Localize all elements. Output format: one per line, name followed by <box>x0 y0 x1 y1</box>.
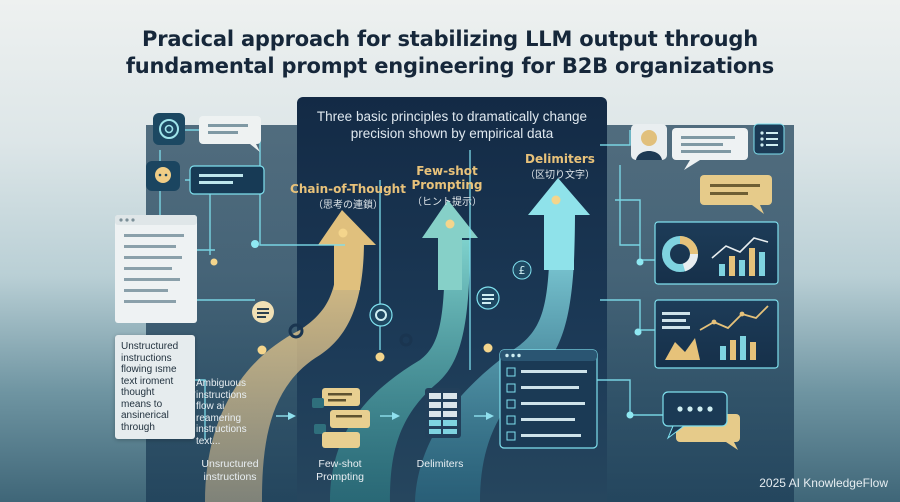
column-title-delimiters: Delimiters <box>525 152 595 166</box>
chat-bubble-icon <box>662 391 740 450</box>
document-list-icon <box>476 286 500 310</box>
title-line-2: fundamental prompt engineering for B2B o… <box>125 54 775 78</box>
subtitle-line-2: precision shown by empirical data <box>350 126 554 141</box>
analytics-card <box>654 299 779 369</box>
footer-credit: 2025 AI KnowledgeFlow <box>759 476 888 490</box>
donut-chart-icon <box>662 236 699 272</box>
column-title-fewshot: Few-shot Prompting <box>411 164 483 192</box>
person-head-icon <box>146 161 180 191</box>
column-sub-delimiters: （区切り文字） <box>525 170 595 181</box>
delimiter-grid-icon <box>425 388 461 438</box>
ribbon-fewshot <box>330 240 470 502</box>
structured-document-icon <box>499 349 598 449</box>
pound-sign-icon: £ <box>512 260 532 280</box>
dashboard-card <box>654 221 779 285</box>
chat-bubble-icon <box>700 175 772 214</box>
arrow-chain-of-thought <box>318 210 376 290</box>
document-list-icon <box>115 215 197 323</box>
ambiguous-instructions-text: Ambiguous instructions flow ai reamering… <box>196 378 247 447</box>
arrow-fewshot <box>422 200 478 290</box>
document-list-icon <box>753 123 785 155</box>
bottom-label-unstructured: Unsructured instructions <box>201 458 259 483</box>
ribbon-chain-of-thought <box>205 240 364 502</box>
gear-icon <box>369 303 393 327</box>
bottom-label-delimiters: Delimiters <box>416 458 464 470</box>
title-line-1: Pracical approach for stabilizing LLM ou… <box>142 27 758 51</box>
panel-subtitle: Three basic principles to dramatically c… <box>297 108 607 142</box>
chat-bubble-icon <box>199 116 261 152</box>
unstructured-note: Unstructured instructions flowing ısme t… <box>115 335 195 439</box>
line-chart-icon <box>665 305 769 360</box>
arrow-delimiters <box>528 178 590 270</box>
document-list-icon <box>252 301 274 323</box>
column-title-chain-of-thought: Chain-of-Thought <box>290 182 406 196</box>
svg-text:£: £ <box>519 264 526 277</box>
openai-logo-icon <box>153 113 185 145</box>
chat-bubble-icon <box>312 388 370 448</box>
bottom-label-fewshot: Few-shot Prompting <box>316 458 364 483</box>
subtitle-line-1: Three basic principles to dramatically c… <box>316 109 588 124</box>
page-title: Pracical approach for stabilizing LLM ou… <box>0 26 900 80</box>
chat-bubble-icon <box>672 128 748 170</box>
bar-chart-icon <box>711 237 769 276</box>
chat-bubble-icon <box>189 165 265 195</box>
person-head-icon <box>631 124 667 160</box>
column-sub-chain-of-thought: （思考の連鎖） <box>313 200 383 211</box>
column-sub-fewshot: （ヒント提示） <box>412 197 482 208</box>
